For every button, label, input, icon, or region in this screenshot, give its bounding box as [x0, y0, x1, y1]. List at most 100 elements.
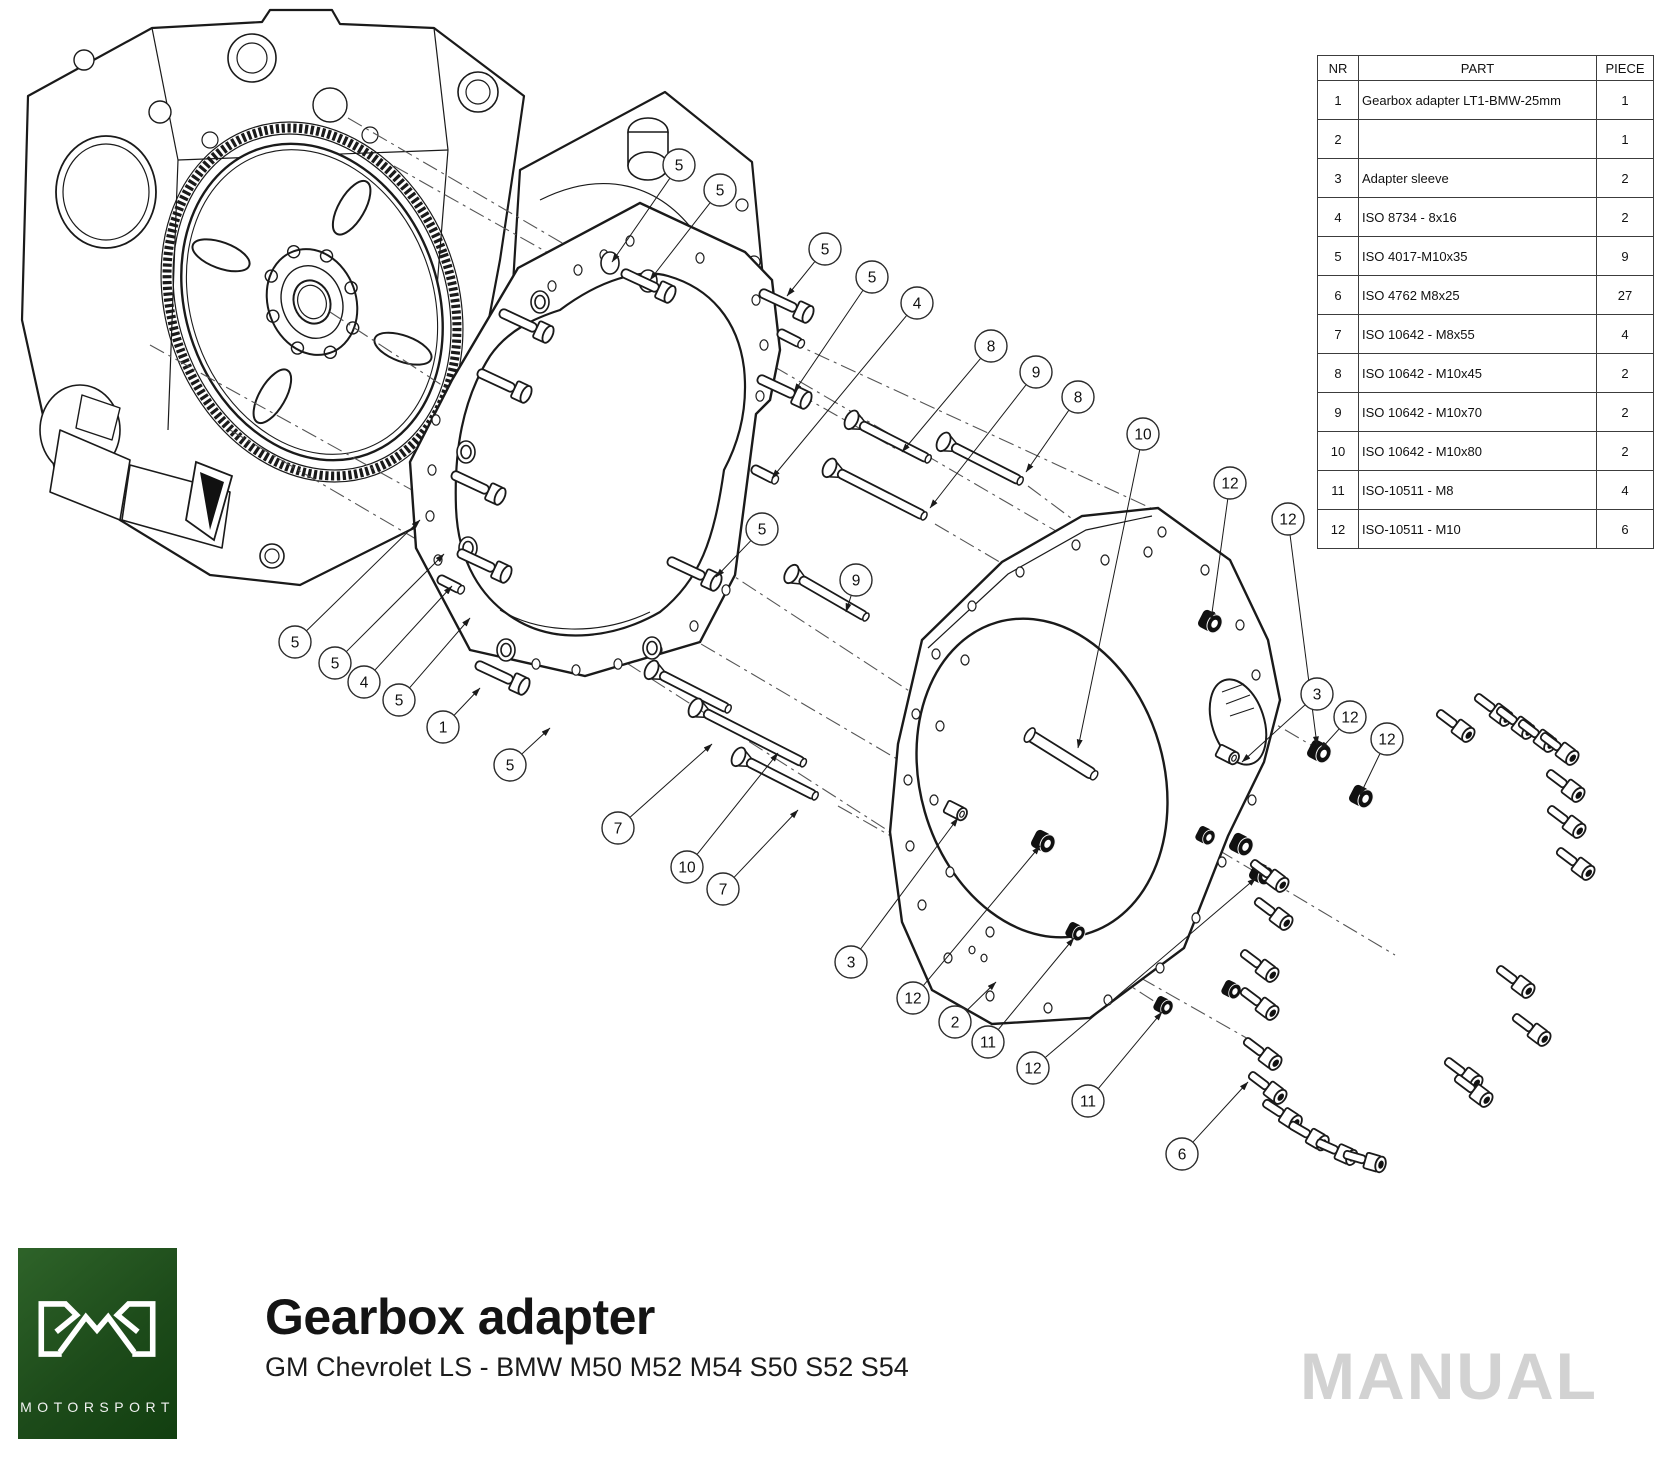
flexplate-art: [160, 121, 464, 483]
adapter-plate-1-art: [408, 201, 782, 678]
table-cell: ISO 8734 - 8x16: [1358, 197, 1597, 237]
svg-text:12: 12: [1024, 1061, 1041, 1078]
table-cell: 9: [1317, 392, 1359, 432]
logo-word: MOTORSPORT: [20, 1399, 175, 1415]
table-cell: 4: [1596, 314, 1654, 354]
svg-text:12: 12: [1221, 476, 1238, 493]
table-cell: ISO-10511 - M10: [1358, 509, 1597, 549]
table-cell: 2: [1596, 392, 1654, 432]
table-cell: 5: [1317, 236, 1359, 276]
header-part: PART: [1358, 55, 1597, 81]
callout-1: 1: [426, 687, 481, 744]
header-piece: PIECE: [1596, 55, 1654, 81]
header-nr: NR: [1317, 55, 1359, 81]
callout-5: 5: [278, 519, 421, 659]
table-cell: 2: [1596, 197, 1654, 237]
callout-12: 12: [1271, 502, 1319, 746]
manual-watermark: MANUAL: [1300, 1339, 1598, 1413]
svg-text:5: 5: [395, 693, 404, 710]
callout-5: 5: [786, 232, 842, 297]
table-cell: 11: [1317, 470, 1359, 510]
page-title: Gearbox adapter: [265, 1289, 655, 1345]
svg-text:10: 10: [1134, 427, 1152, 444]
callout-7: 7: [601, 743, 713, 845]
svg-text:12: 12: [1279, 512, 1296, 529]
callout-3: 3: [1241, 677, 1334, 763]
table-cell: 2: [1596, 158, 1654, 198]
table-cell: 12: [1317, 509, 1359, 549]
callout-8: 8: [901, 329, 1008, 453]
table-cell: 2: [1596, 431, 1654, 471]
svg-text:5: 5: [716, 183, 725, 200]
table-cell: [1358, 119, 1597, 159]
callout-4: 4: [347, 585, 453, 699]
svg-text:5: 5: [331, 656, 340, 673]
svg-text:7: 7: [614, 821, 623, 838]
callout-12: 12: [1016, 877, 1257, 1085]
parts-table-header-row: NR PART PIECE: [1317, 55, 1654, 81]
svg-text:5: 5: [868, 270, 877, 287]
table-cell: 1: [1596, 80, 1654, 120]
svg-text:9: 9: [852, 573, 861, 590]
table-cell: Gearbox adapter LT1-BMW-25mm: [1358, 80, 1597, 120]
page-subtitle: GM Chevrolet LS - BMW M50 M52 M54 S50 S5…: [265, 1352, 909, 1382]
callout-5: 5: [493, 727, 551, 782]
table-cell: ISO 10642 - M10x45: [1358, 353, 1597, 393]
table-cell: ISO 10642 - M10x70: [1358, 392, 1597, 432]
callout-4: 4: [771, 286, 934, 479]
svg-text:11: 11: [980, 1035, 996, 1052]
callout-12: 12: [1209, 466, 1247, 621]
callout-8: 8: [1025, 380, 1095, 473]
callout-5: 5: [793, 260, 889, 393]
pmc-monogram-icon: [38, 1301, 156, 1357]
svg-text:12: 12: [1378, 732, 1395, 749]
pmc-logo: MOTORSPORT: [18, 1248, 177, 1439]
callout-10: 10: [1076, 417, 1160, 749]
table-cell: 3: [1317, 158, 1359, 198]
adapter-plate-2-art: [888, 506, 1282, 1026]
socket-screws: [1236, 688, 1599, 1175]
svg-text:8: 8: [987, 339, 996, 356]
svg-text:5: 5: [821, 242, 830, 259]
callout-9: 9: [929, 355, 1053, 509]
callout-10: 10: [670, 752, 779, 884]
svg-text:10: 10: [678, 860, 696, 877]
callout-9: 9: [839, 563, 873, 613]
table-cell: Adapter sleeve: [1358, 158, 1597, 198]
svg-text:6: 6: [1178, 1147, 1187, 1164]
svg-text:5: 5: [758, 522, 767, 539]
callout-7: 7: [706, 809, 799, 906]
table-cell: 4: [1596, 470, 1654, 510]
svg-text:12: 12: [1341, 710, 1358, 727]
svg-text:3: 3: [1313, 687, 1322, 704]
engine-bracket-art: [185, 460, 234, 542]
svg-text:9: 9: [1032, 365, 1041, 382]
svg-text:5: 5: [675, 158, 684, 175]
table-cell: 2: [1317, 119, 1359, 159]
table-cell: ISO 10642 - M8x55: [1358, 314, 1597, 354]
table-cell: 6: [1596, 509, 1654, 549]
callout-balloons: 5555489810121259554515710731221112116312…: [278, 148, 1404, 1171]
svg-text:2: 2: [951, 1015, 960, 1032]
table-cell: ISO 4017-M10x35: [1358, 236, 1597, 276]
table-cell: 9: [1596, 236, 1654, 276]
svg-text:12: 12: [904, 991, 921, 1008]
callout-3: 3: [834, 817, 959, 979]
table-cell: ISO-10511 - M8: [1358, 470, 1597, 510]
svg-text:7: 7: [719, 882, 728, 899]
svg-text:1: 1: [439, 720, 448, 737]
table-cell: 4: [1317, 197, 1359, 237]
callout-12: 12: [1359, 722, 1404, 796]
svg-text:4: 4: [360, 675, 369, 692]
table-cell: 27: [1596, 275, 1654, 315]
callout-12: 12: [1319, 700, 1367, 751]
svg-text:5: 5: [291, 635, 300, 652]
